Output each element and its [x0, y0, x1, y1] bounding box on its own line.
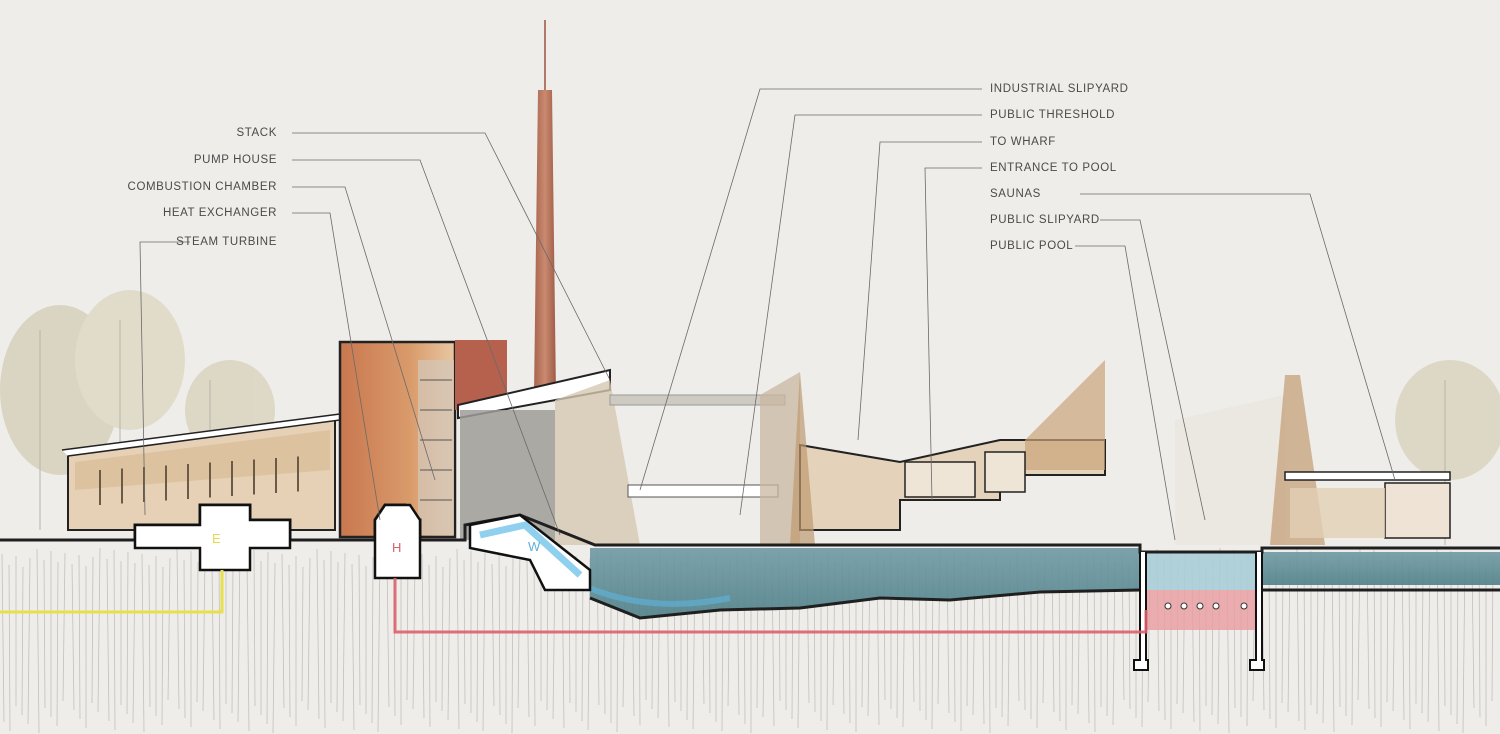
label-to-wharf: TO WHARF	[990, 136, 1056, 148]
label-pump-house: PUMP HOUSE	[193, 154, 277, 166]
water-body	[590, 548, 1140, 618]
label-entrance-to-pool: ENTRANCE TO POOL	[990, 162, 1117, 174]
water-body-pool	[1146, 552, 1256, 590]
heat-marker: H	[392, 540, 401, 555]
pump-house-structure	[457, 368, 800, 545]
middle-building	[790, 360, 1106, 545]
label-industrial-slipyard: INDUSTRIAL SLIPYARD	[990, 83, 1129, 95]
label-public-slipyard: PUBLIC SLIPYARD	[990, 214, 1100, 226]
label-combustion-chamber: COMBUSTION CHAMBER	[127, 181, 277, 193]
label-stack: STACK	[236, 127, 277, 139]
energy-marker: E	[212, 531, 221, 546]
label-steam-turbine: STEAM TURBINE	[176, 236, 277, 248]
label-public-pool: PUBLIC POOL	[990, 240, 1074, 252]
pool-foundations	[1133, 552, 1265, 671]
water-body-right	[1262, 552, 1500, 585]
pool-heating-pipes	[1164, 602, 1248, 610]
sauna-building	[1175, 375, 1451, 545]
label-saunas: SAUNAS	[990, 188, 1041, 200]
label-heat-exchanger: HEAT EXCHANGER	[162, 207, 277, 219]
turbine-chamber	[133, 503, 292, 572]
riverbed-line	[589, 588, 1141, 620]
water-marker: W	[528, 539, 541, 554]
pool-heating-chamber	[1146, 590, 1256, 630]
stack-chimney	[534, 20, 556, 395]
heat-line	[393, 578, 1148, 634]
heat-exchanger-chamber	[373, 503, 422, 580]
label-public-threshold: PUBLIC THRESHOLD	[990, 109, 1116, 121]
energy-line	[0, 570, 224, 614]
leader-lines	[139, 88, 1396, 541]
